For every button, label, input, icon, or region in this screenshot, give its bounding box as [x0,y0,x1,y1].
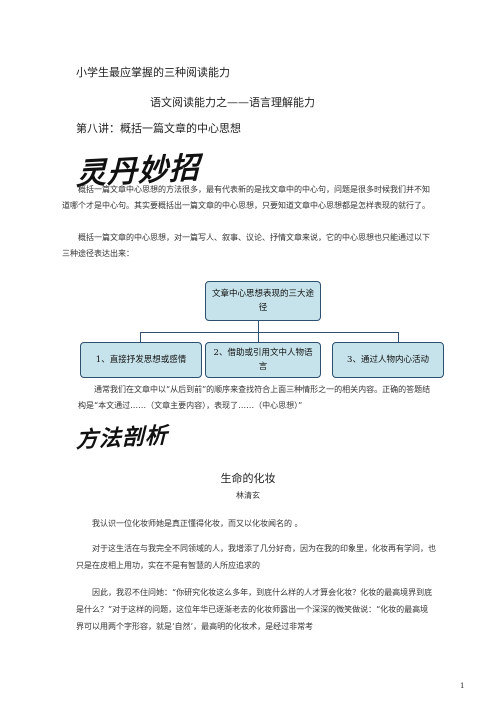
intro-paragraph-2: 概括一篇文章的中心思想，对一篇写人、叙事、议论、抒情文章来说，它的中心思想也只能… [62,230,434,262]
diagram-connector-right [398,332,399,342]
diagram-connector-horizontal [140,332,398,333]
article-author: 林清玄 [236,491,260,500]
article-paragraph-2-text: 对于这生活在与我完全不同领域的人，我增添了几分好奇，因为在我的印象里，化妆再有学… [76,544,436,570]
article-paragraph-3-text: 因此，我忍不住问她：“你研究化妆这么多年，到底什么样的人才算会化妆？化妆的最高境… [76,588,433,631]
intro-paragraph-1-text: 概括一篇文章中心思想的方法很多，最有代表新的是找文章中的中心句，问题是很多时候我… [62,185,430,210]
article-paragraph-1-text: 我认识一位化妆师她是真正懂得化妆，而又以化妆闻名的 。 [92,519,303,528]
diagram-root-node: 文章中心思想表现的三大途径 [205,281,321,321]
answer-structure-text: 通常我们在文章中以“从后到前”的顺序来查找符合上面三种情形之一的相关内容。正确的… [78,385,431,410]
diagram-connector-middle [258,332,259,342]
document-title: 小学生最应掌握的三种阅读能力 [76,66,230,79]
answer-structure-paragraph: 通常我们在文章中以“从后到前”的顺序来查找符合上面三种情形之一的相关内容。正确的… [78,382,438,414]
intro-paragraph-2-text: 概括一篇文章的中心思想，对一篇写人、叙事、议论、抒情文章来说，它的中心思想也只能… [62,233,430,258]
document-subtitle: 语文阅读能力之——语言理解能力 [150,96,315,109]
diagram-child-node: 1、直接抒发思想或感情 [80,342,202,378]
diagram-child-node: 3、通过人物内心活动 [332,342,444,378]
diagram-child-node: 2、借助或引用文中人物语言 [205,342,321,378]
lesson-heading: 第八讲：概括一篇文章的中心思想 [76,122,241,135]
intro-paragraph-1: 概括一篇文章中心思想的方法很多，最有代表新的是找文章中的中心句，问题是很多时候我… [62,182,434,214]
article-title: 生命的化妆 [220,472,276,485]
article-paragraph-1: 我认识一位化妆师她是真正懂得化妆，而又以化妆闻名的 。 [76,516,436,532]
article-paragraph-2: 对于这生活在与我完全不同领域的人，我增添了几分好奇，因为在我的印象里，化妆再有学… [76,540,436,574]
page-number: 1 [460,682,465,690]
banner-method: 方法剖析 [76,423,169,454]
article-paragraph-3: 因此，我忍不住问她：“你研究化妆这么多年，到底什么样的人才算会化妆？化妆的最高境… [76,584,436,635]
diagram-connector-left [140,332,141,342]
diagram-connector-vertical [258,320,259,332]
